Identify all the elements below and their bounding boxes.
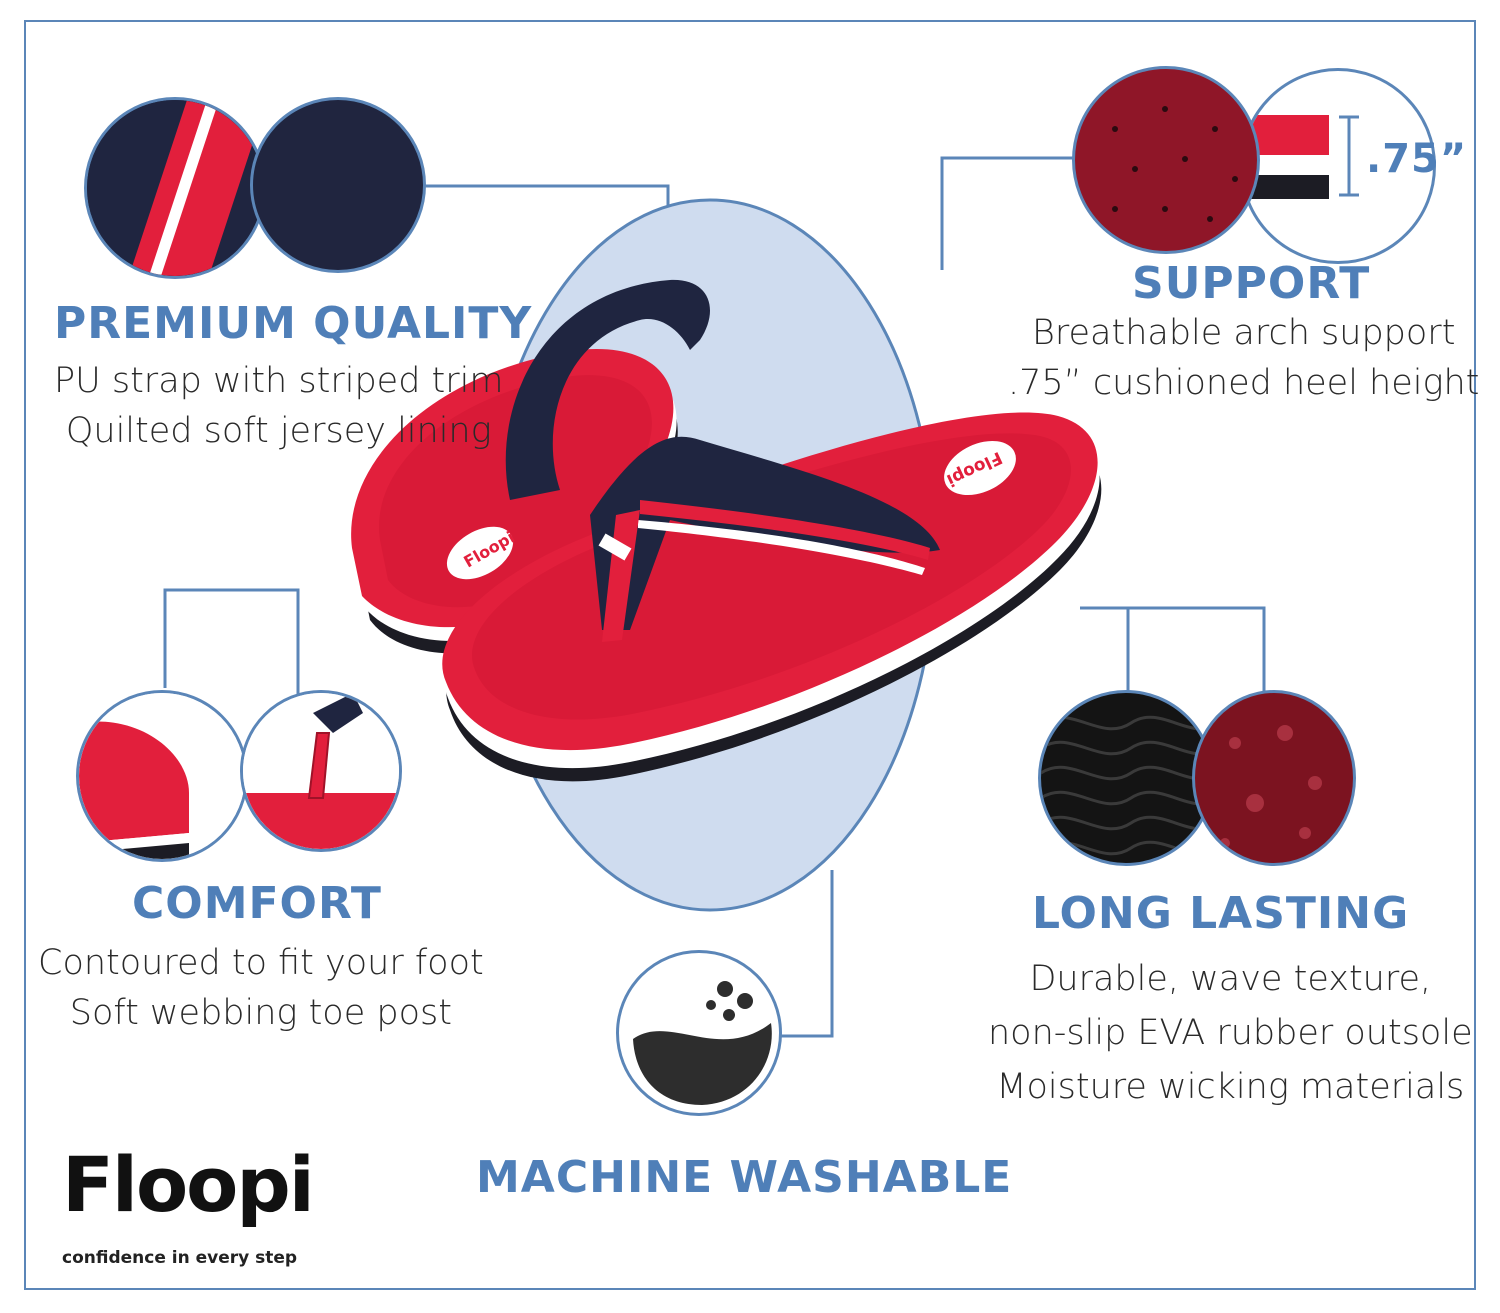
premium-quality-line-1: PU strap with striped trim bbox=[54, 361, 504, 401]
toe-post-swatch bbox=[240, 690, 402, 852]
comfort-description: Contoured to fit your foot Soft webbing … bbox=[38, 938, 484, 1038]
long-lasting-title: LONG LASTING bbox=[1032, 888, 1410, 939]
heel-height-label: .75” bbox=[1366, 136, 1468, 182]
premium-quality-description: PU strap with striped trim Quilted soft … bbox=[54, 356, 503, 456]
moisture-wicking-swatch bbox=[1192, 690, 1356, 866]
brand-logo: Floopi bbox=[62, 1140, 315, 1229]
machine-washable-title: MACHINE WASHABLE bbox=[476, 1152, 1013, 1203]
heel-height-swatch bbox=[1240, 68, 1436, 264]
washing-drum-icon bbox=[633, 981, 772, 1105]
long-lasting-line-2: non-slip EVA rubber outsole bbox=[988, 1013, 1473, 1053]
long-lasting-line-1: Durable, wave texture, bbox=[1029, 959, 1432, 999]
striped-trim-texture bbox=[87, 100, 263, 276]
sandals-illustration: Floopi Floopi bbox=[351, 279, 1102, 782]
premium-quality-line-2: Quilted soft jersey lining bbox=[65, 411, 492, 451]
water-droplets bbox=[1220, 725, 1322, 848]
comfort-line-2: Soft webbing toe post bbox=[69, 993, 452, 1033]
comfort-title: COMFORT bbox=[132, 878, 382, 929]
contoured-edge-graphic bbox=[79, 693, 245, 859]
comfort-line-1: Contoured to fit your foot bbox=[38, 943, 484, 983]
support-description: Breathable arch support .75” cushioned h… bbox=[1008, 308, 1479, 408]
front-sandal: Floopi bbox=[442, 412, 1102, 782]
breathable-footbed-swatch bbox=[1072, 66, 1260, 254]
long-lasting-description: Durable, wave texture, non-slip EVA rubb… bbox=[988, 952, 1473, 1114]
contoured-edge-swatch bbox=[76, 690, 248, 862]
premium-quality-title: PREMIUM QUALITY bbox=[54, 298, 533, 349]
perforation-dots bbox=[1112, 106, 1238, 222]
page-frame bbox=[24, 20, 1476, 1290]
washable-icon-circle bbox=[616, 950, 782, 1116]
jersey-lining-swatch bbox=[250, 97, 426, 273]
wave-outsole-swatch bbox=[1038, 690, 1214, 866]
support-line-2: .75” cushioned heel height bbox=[1008, 363, 1480, 403]
wave-texture bbox=[1041, 715, 1211, 856]
toe-post-graphic bbox=[243, 693, 399, 849]
brand-tagline: confidence in every step bbox=[62, 1248, 298, 1268]
support-title: SUPPORT bbox=[1132, 258, 1371, 309]
long-lasting-line-3: Moisture wicking materials bbox=[996, 1067, 1465, 1107]
striped-trim-swatch bbox=[84, 97, 266, 279]
support-line-1: Breathable arch support bbox=[1031, 313, 1456, 353]
